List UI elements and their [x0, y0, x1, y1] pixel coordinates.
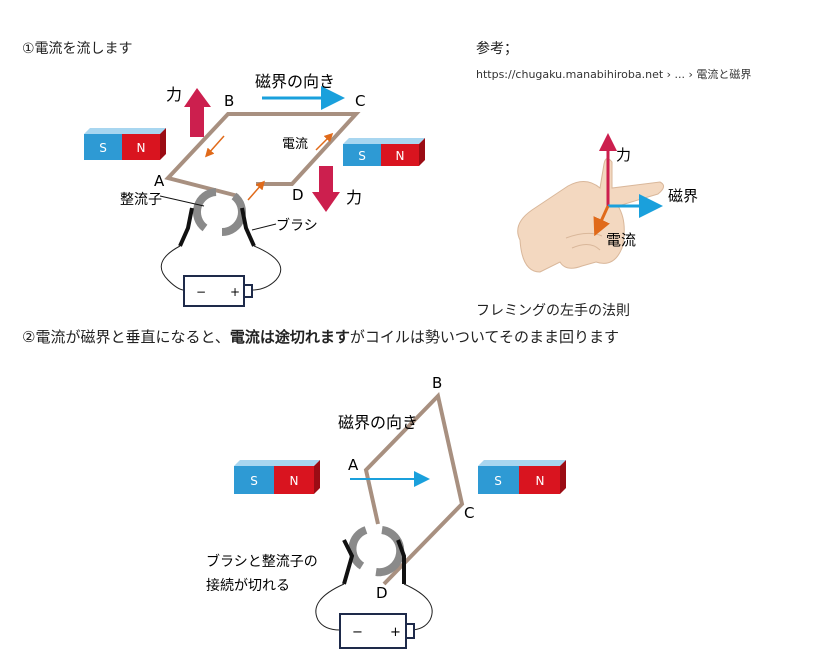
battery-1-minus: − — [196, 285, 206, 299]
force-arrow-down — [312, 166, 340, 212]
brush-right-1 — [240, 207, 256, 247]
magnet-left-2-n: N — [290, 474, 299, 488]
current-arrow-1 — [205, 135, 225, 158]
wire-right-2 — [403, 583, 433, 631]
magnet-right-2-s: S — [494, 474, 502, 488]
point-c-1: C — [355, 92, 365, 110]
magnet-left-2: S N — [234, 460, 320, 494]
battery-2: − + — [339, 613, 415, 649]
wire-left-1 — [160, 245, 185, 291]
field-label: 磁界の向き — [255, 72, 335, 91]
magnet-right-2: S N — [478, 460, 566, 494]
commutator-2 — [348, 526, 405, 577]
step2-bold: 電流は途切れます — [229, 328, 350, 346]
current-arrow-2 — [315, 132, 334, 151]
commutator-1 — [192, 188, 246, 236]
hand-field-label: 磁界 — [668, 187, 698, 205]
fleming-caption: フレミングの左手の法則 — [476, 303, 630, 319]
brush-left-2 — [342, 539, 355, 585]
commutator-pointer — [159, 195, 205, 207]
commutator-label: 整流子 — [120, 192, 162, 208]
hand-icon — [517, 158, 664, 273]
diagram1: S N S N 磁界の向き 力 力 電流 — [84, 72, 425, 307]
magnet-left-s: S — [99, 141, 107, 155]
fleming-hand-illustration: 力 磁界 電流 — [517, 133, 698, 273]
magnet-left-n: N — [137, 141, 146, 155]
point-d-1: D — [292, 186, 304, 204]
magnet-left-2-s: S — [250, 474, 258, 488]
point-a-2: A — [348, 456, 359, 474]
point-a-1: A — [154, 172, 165, 190]
coil-loop-2 — [363, 391, 465, 586]
hand-current-label: 電流 — [606, 231, 636, 249]
point-d-2: D — [376, 584, 388, 602]
disconnect-caption-line2: 接続が切れる — [206, 577, 290, 594]
battery-1-plus: + — [230, 285, 240, 299]
step2-suffix: がコイルは勢いついてそのまま回ります — [349, 328, 619, 346]
magnet-right-s: S — [358, 149, 366, 163]
wire-left-2 — [315, 583, 345, 631]
point-b-2: B — [432, 374, 442, 392]
current-label: 電流 — [282, 137, 308, 152]
step2-prefix: ②電流が磁界と垂直になると、 — [22, 328, 230, 346]
brush-left-1 — [178, 207, 194, 247]
wire-right-1 — [251, 245, 282, 291]
magnet-right-2-n: N — [536, 474, 545, 488]
force-label-left: 力 — [166, 85, 182, 104]
step2-text: ②電流が磁界と垂直になると、電流は途切れますがコイルは勢いついてそのまま回ります — [22, 326, 619, 347]
hand-force-label: 力 — [616, 146, 631, 164]
force-label-right: 力 — [346, 188, 362, 207]
field-label-2: 磁界の向き — [338, 413, 418, 432]
magnet-right-n: N — [396, 149, 405, 163]
battery-1: − + — [183, 275, 253, 307]
brush-pointer — [251, 223, 277, 231]
magnet-right: S N — [343, 138, 425, 166]
force-arrow-up — [184, 88, 211, 137]
point-c-2: C — [464, 504, 474, 522]
hand-current-arrow — [593, 205, 610, 237]
brush-right-2 — [396, 539, 406, 584]
step1-title: ①電流を流します — [22, 41, 133, 57]
diagram2: S N S N 磁界の向き B A C D ブラシと整流子の 接続が切れる — [206, 374, 566, 649]
battery-2-minus: − — [352, 625, 363, 640]
magnet-left: S N — [84, 128, 166, 160]
coil-loop — [164, 112, 361, 198]
reference-url[interactable]: https://chugaku.manabihiroba.net › ... ›… — [476, 68, 752, 81]
brush-label: ブラシ — [276, 217, 318, 234]
disconnect-caption-line1: ブラシと整流子の — [206, 553, 318, 570]
current-arrow-3 — [247, 180, 265, 201]
battery-2-plus: + — [390, 625, 401, 640]
reference-label: 参考； — [476, 41, 518, 57]
point-b-1: B — [224, 92, 234, 110]
